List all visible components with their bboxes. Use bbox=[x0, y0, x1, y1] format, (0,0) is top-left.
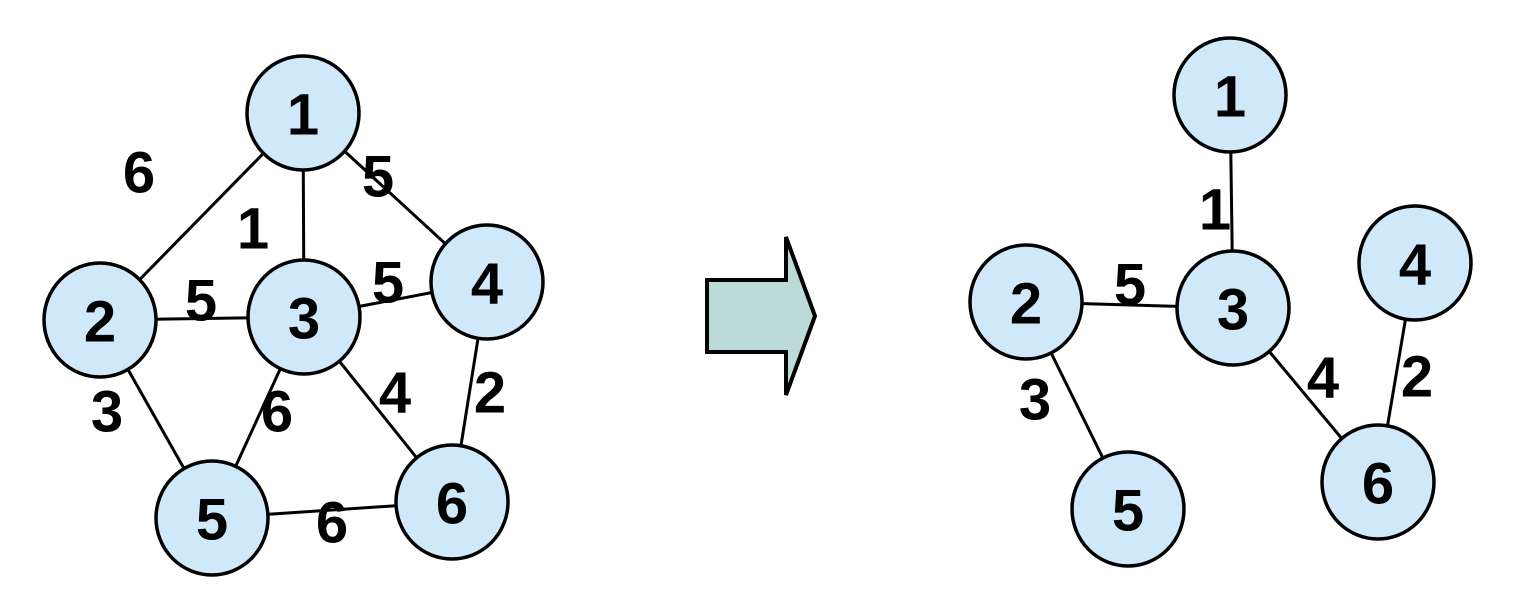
graph-node-1: 1 bbox=[1172, 36, 1288, 154]
edge-weight-3-4: 5 bbox=[372, 251, 404, 316]
node-circle-1 bbox=[1172, 36, 1288, 154]
graph-node-4: 4 bbox=[1357, 204, 1473, 322]
graph-node-5: 5 bbox=[1070, 450, 1186, 568]
edge-weight-4-6: 2 bbox=[474, 361, 506, 426]
edge-weight-3-5: 6 bbox=[261, 380, 293, 445]
node-circle-4 bbox=[1357, 204, 1473, 322]
edge-weight-3-6: 4 bbox=[1307, 346, 1339, 411]
node-circle-2 bbox=[42, 261, 158, 379]
graph-node-2: 2 bbox=[968, 243, 1084, 361]
graph-node-6: 6 bbox=[394, 443, 510, 561]
edge-weight-2-5: 3 bbox=[1019, 368, 1051, 433]
node-label-6: 6 bbox=[1362, 452, 1394, 517]
graph-node-2: 2 bbox=[42, 261, 158, 379]
transform-arrow-icon bbox=[705, 236, 818, 396]
node-circle-5 bbox=[1070, 450, 1186, 568]
node-label-6: 6 bbox=[436, 472, 468, 537]
edge-weight-1-2: 6 bbox=[123, 141, 155, 206]
graph-node-3: 3 bbox=[246, 258, 362, 376]
node-label-2: 2 bbox=[84, 290, 116, 355]
edge-weight-2-3: 5 bbox=[1114, 253, 1146, 318]
node-circle-4 bbox=[429, 223, 545, 341]
node-label-5: 5 bbox=[1112, 479, 1144, 544]
node-circle-3 bbox=[1175, 249, 1291, 367]
node-label-5: 5 bbox=[196, 488, 228, 553]
node-circle-6 bbox=[1320, 423, 1436, 541]
node-circle-5 bbox=[154, 459, 270, 577]
edge-weight-4-6: 2 bbox=[1401, 345, 1433, 410]
node-label-3: 3 bbox=[288, 287, 320, 352]
edge-weight-3-6: 4 bbox=[379, 361, 411, 426]
edge-weight-2-3: 5 bbox=[185, 269, 217, 334]
node-label-4: 4 bbox=[1399, 233, 1431, 298]
node-label-1: 1 bbox=[1214, 65, 1246, 130]
edge-weight-1-3: 1 bbox=[1199, 178, 1231, 243]
node-label-4: 4 bbox=[471, 252, 503, 317]
node-circle-3 bbox=[246, 258, 362, 376]
node-circle-1 bbox=[245, 54, 361, 172]
node-label-3: 3 bbox=[1217, 278, 1249, 343]
graph-node-6: 6 bbox=[1320, 423, 1436, 541]
graph-node-4: 4 bbox=[429, 223, 545, 341]
node-circle-6 bbox=[394, 443, 510, 561]
edge-weight-1-4: 5 bbox=[362, 145, 394, 210]
graph-node-5: 5 bbox=[154, 459, 270, 577]
graph-node-3: 3 bbox=[1175, 249, 1291, 367]
node-label-1: 1 bbox=[287, 83, 319, 148]
edge-weight-1-3: 1 bbox=[237, 197, 269, 262]
edge-weight-2-5: 3 bbox=[91, 380, 123, 445]
node-circle-2 bbox=[968, 243, 1084, 361]
graph-node-1: 1 bbox=[245, 54, 361, 172]
edge-weight-5-6: 6 bbox=[316, 491, 348, 556]
node-label-2: 2 bbox=[1010, 272, 1042, 337]
